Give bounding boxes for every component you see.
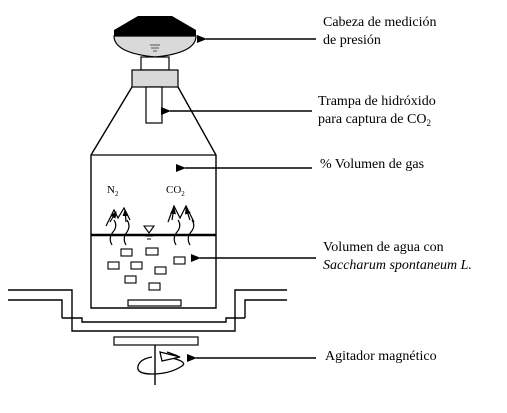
hydroxide-trap-tube <box>145 86 163 124</box>
gas-volume-label: % Volumen de gas <box>320 157 425 172</box>
co2-bubble-arrows <box>167 204 195 246</box>
biomass-particles <box>107 247 186 291</box>
water-level-triangle-icon <box>142 225 156 240</box>
co2-label: CO2 <box>166 184 185 198</box>
rotation-arrow-icon <box>137 351 185 375</box>
hydroxide-trap-label: Trampa de hidróxido para captura de CO2 <box>318 94 436 128</box>
n2-label: N2 <box>107 184 119 198</box>
callout-arrows <box>161 35 316 362</box>
stirrer-label: Agitador magnético <box>325 349 437 364</box>
pressure-head-label: Cabeza de medición de presión <box>323 15 437 48</box>
pressure-gauge-cap-icon <box>113 16 197 88</box>
stir-bar <box>127 299 182 307</box>
magnetic-stirrer <box>113 336 199 385</box>
reaction-bottle <box>90 86 217 309</box>
n2-bubble-arrows <box>105 206 131 246</box>
water-bath <box>8 289 287 332</box>
water-volume-label: Volumen de agua con Saccharum spontaneum… <box>323 240 472 273</box>
